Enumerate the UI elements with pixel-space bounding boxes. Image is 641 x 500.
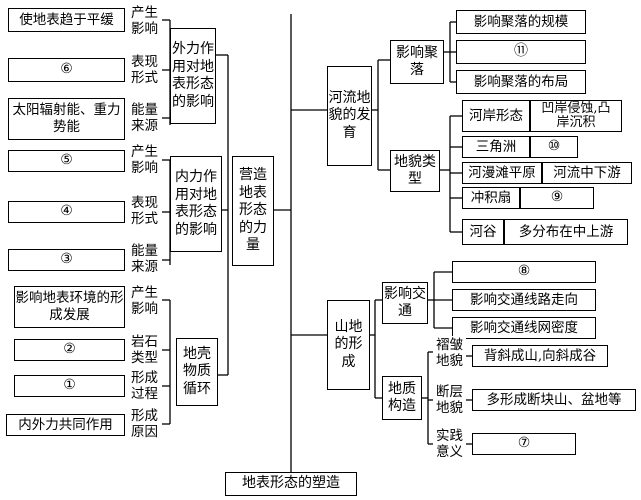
endogenic-energy-label: 能量来源 bbox=[127, 242, 162, 276]
exogenic-form-box: ⑥ bbox=[8, 58, 125, 82]
exogenic-effect-box: 使地表趋于平缓 bbox=[8, 8, 125, 32]
floodplain-value-box: 河流中下游 bbox=[542, 162, 632, 184]
floodplain-box: 河漫滩平原 bbox=[462, 162, 542, 184]
settlement-item-1: 影响聚落的规模 bbox=[456, 10, 586, 34]
fault-value-box: 多形成断块山、盆地等 bbox=[472, 389, 636, 411]
exogenic-effect-label: 产生影响 bbox=[127, 4, 162, 38]
valley-box: 河谷 bbox=[462, 219, 504, 245]
landform-label-box: 地貌类型 bbox=[390, 150, 440, 192]
exogenic-energy-box: 太阳辐射能、重力势能 bbox=[8, 98, 125, 140]
traffic-item-2: 影响交通线路走向 bbox=[452, 289, 596, 311]
fault-label: 断层地貌 bbox=[433, 383, 466, 417]
alluvial-fan-value-box: ⑨ bbox=[520, 187, 594, 209]
traffic-item-1: ⑧ bbox=[452, 261, 596, 283]
settlement-item-3: 影响聚落的布局 bbox=[456, 70, 586, 94]
rock-cycle-effect-label: 产生影响 bbox=[127, 284, 162, 318]
endogenic-title-box: 内力作用对地表形态的影响 bbox=[170, 156, 222, 252]
alluvial-fan-box: 冲积扇 bbox=[462, 187, 520, 209]
rock-cycle-type-box: ② bbox=[14, 339, 125, 361]
rock-cycle-effect-box: 影响地表环境的形成发展 bbox=[14, 286, 125, 328]
delta-value-box: ⑩ bbox=[530, 136, 578, 158]
endogenic-form-box: ④ bbox=[8, 201, 125, 223]
endogenic-effect-label: 产生影响 bbox=[127, 143, 162, 177]
traffic-label-box: 影响交通 bbox=[382, 282, 428, 324]
structure-label-box: 地质构造 bbox=[382, 376, 422, 420]
root-box: 地表形态的塑造 bbox=[225, 472, 357, 496]
rock-cycle-process-box: ① bbox=[14, 375, 125, 397]
rock-cycle-cause-box: 内外力共同作用 bbox=[6, 414, 125, 436]
mountain-title-box: 山地的形成 bbox=[327, 300, 370, 390]
forces-box: 营造地表形态的力量 bbox=[232, 156, 274, 266]
exogenic-form-label: 表现形式 bbox=[127, 53, 162, 87]
valley-value-box: 多分布在中上游 bbox=[504, 219, 628, 245]
settlement-label-box: 影响聚落 bbox=[390, 40, 444, 84]
rock-cycle-cause-label: 形成原因 bbox=[127, 407, 162, 441]
practice-value-box: ⑦ bbox=[472, 433, 576, 455]
rock-cycle-type-label: 岩石类型 bbox=[127, 333, 162, 367]
fold-label: 褶皱地貌 bbox=[433, 336, 466, 370]
settlement-item-2: ⑪ bbox=[456, 40, 586, 64]
bank-value-box: 凹岸侵蚀,凸岸沉积 bbox=[530, 100, 622, 132]
exogenic-energy-label: 能量来源 bbox=[127, 101, 162, 135]
rock-cycle-process-label: 形成过程 bbox=[127, 369, 162, 403]
fold-value-box: 背斜成山,向斜成谷 bbox=[472, 345, 608, 367]
rock-cycle-title-box: 地壳物质循环 bbox=[176, 338, 218, 406]
endogenic-form-label: 表现形式 bbox=[127, 194, 162, 228]
traffic-item-3: 影响交通线网密度 bbox=[452, 317, 596, 339]
delta-box: 三角洲 bbox=[462, 136, 530, 158]
endogenic-effect-box: ⑤ bbox=[8, 150, 125, 172]
endogenic-energy-box: ③ bbox=[8, 249, 125, 271]
exogenic-title-box: 外力作用对地表形态的影响 bbox=[170, 28, 216, 124]
bank-label-box: 河岸形态 bbox=[462, 100, 530, 132]
practice-label: 实践意义 bbox=[433, 427, 466, 461]
river-title-box: 河流地貌的发育 bbox=[327, 66, 372, 166]
